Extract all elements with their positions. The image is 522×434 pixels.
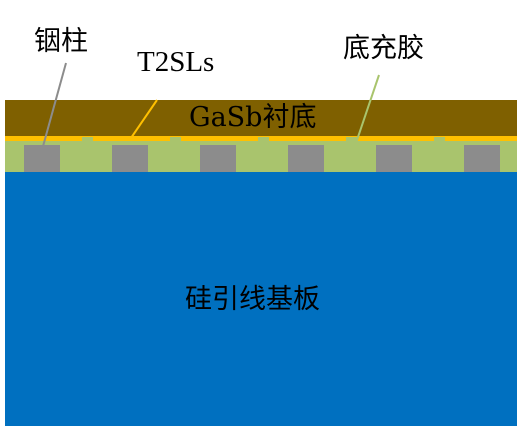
- gasb-substrate-label: GaSb衬底: [189, 102, 317, 133]
- indium-bump-label: 铟柱: [34, 26, 88, 57]
- indium-bump: [112, 145, 148, 172]
- indium-bump: [376, 145, 412, 172]
- underfill-layer: [5, 141, 517, 172]
- gasb-substrate-layer: [5, 100, 517, 137]
- t2sls-mesa-pad: [170, 137, 181, 144]
- indium-bump-group: [24, 145, 500, 172]
- t2sls-mesa-pad: [434, 137, 445, 144]
- indium-bump-leader-line: [41, 62, 67, 151]
- t2sls-leader-line: [130, 99, 158, 139]
- t2sls-mesa-pad: [346, 137, 357, 144]
- indium-bump: [200, 145, 236, 172]
- indium-bump: [464, 145, 500, 172]
- silicon-substrate-layer: [5, 172, 517, 426]
- t2sls-mesa-pad: [82, 137, 93, 144]
- underfill-leader-line: [355, 74, 380, 144]
- indium-bump: [288, 145, 324, 172]
- silicon-substrate-label: 硅引线基板: [185, 284, 320, 315]
- t2sls-mesa-pad: [258, 137, 269, 144]
- t2sls-mesa-group: [82, 137, 445, 144]
- underfill-label: 底充胶: [343, 33, 424, 64]
- t2sls-label: T2SLs: [137, 46, 215, 78]
